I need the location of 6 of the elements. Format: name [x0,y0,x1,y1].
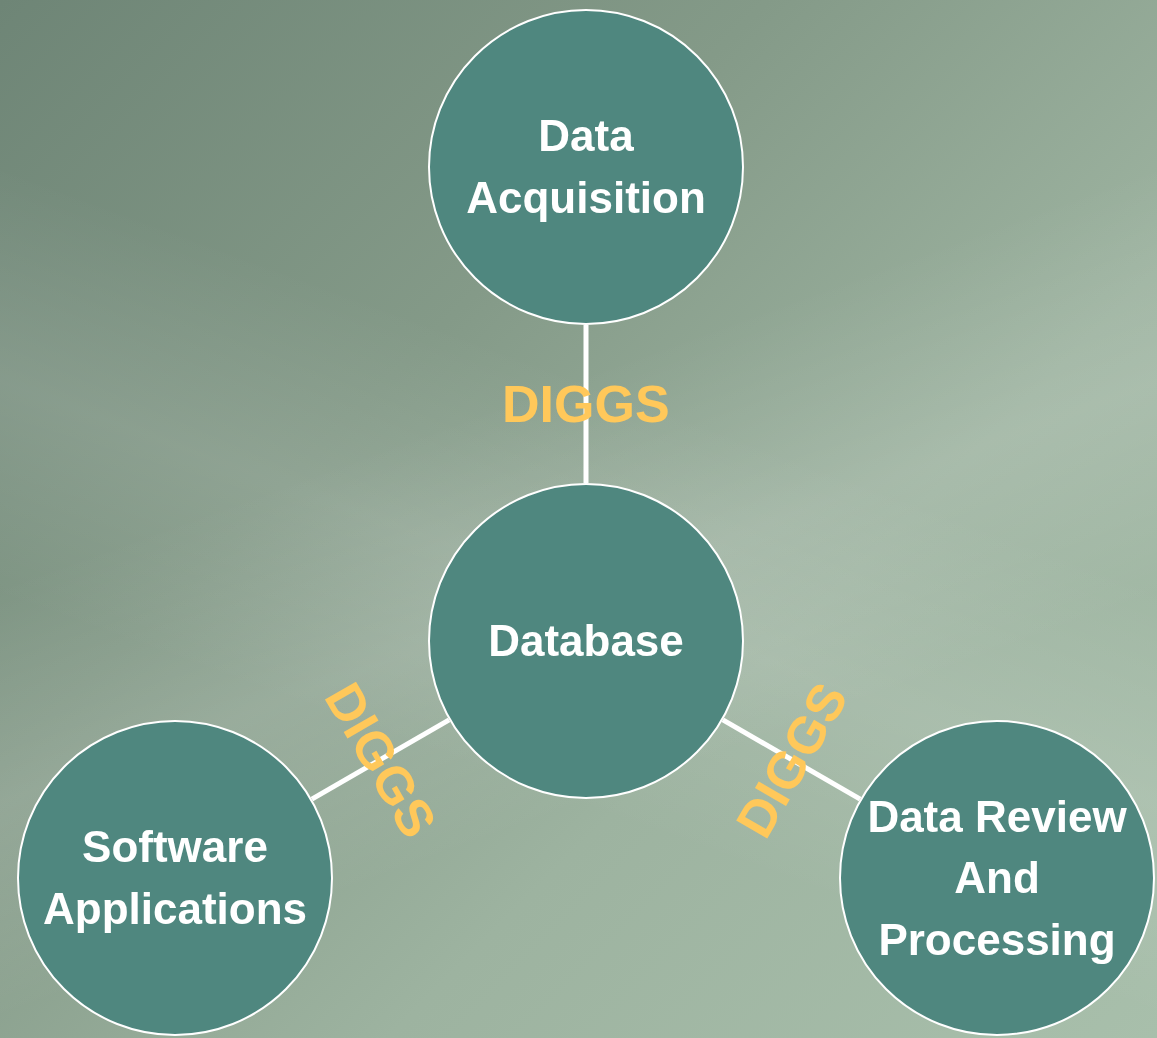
node-label: Data Acquisition [465,110,707,224]
connector-line [721,717,862,802]
node-label: Data Review And Processing [866,790,1128,966]
node-label: Database [487,615,685,668]
node-label: Software Applications [42,821,308,935]
connector-line [310,717,451,802]
